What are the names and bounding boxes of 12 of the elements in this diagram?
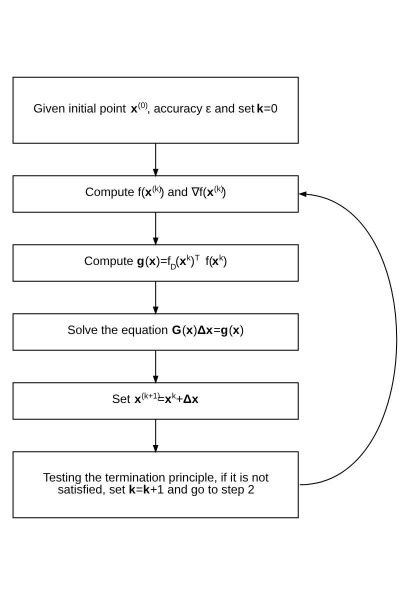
- arrow: [298, 191, 397, 486]
- node-box: Compute g(x)=f$_{D}$(x$^{k}$)$^{T}$ f(x$^{k}$): [12, 244, 298, 282]
- arrow: [152, 282, 158, 315]
- arrow: [152, 350, 158, 384]
- arrow: [152, 144, 158, 177]
- node-box: Set x$^{(k+1)}$=x$^{k}$+Δx: [12, 382, 298, 420]
- node-box: Solve the equation G(x)Δx=g(x): [12, 313, 298, 351]
- node-box: Given initial point x$^{(0)}$, accuracy ε and set k=0: [12, 76, 298, 144]
- arrow: [152, 419, 158, 454]
- node-box: Compute f(x$^{(k)}$) and ∇f(x$^{(k)}$): [12, 175, 298, 213]
- arrow: [152, 212, 158, 246]
- node-box: Testing the termination principle, if it is not satisfied, set k=k+1 and go to step 2: [12, 451, 298, 518]
